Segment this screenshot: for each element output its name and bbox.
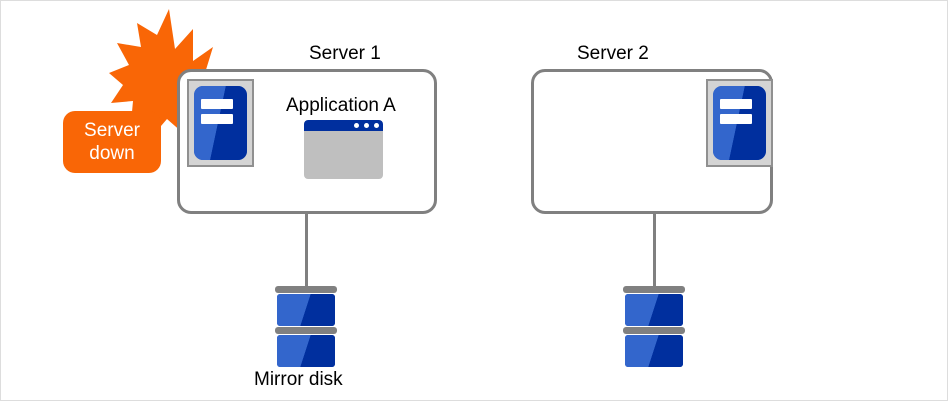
application-window-icon — [304, 120, 383, 179]
app-window-titlebar — [304, 120, 383, 131]
server-2-unit-icon — [706, 79, 773, 167]
server-1-mirror-disk-icon — [275, 286, 337, 367]
status-badge-line1: Server — [84, 120, 140, 141]
server-2-disk-connector — [653, 213, 656, 291]
app-window-dot-3 — [374, 123, 379, 128]
status-badge-server-down: Server down — [63, 111, 161, 173]
app-window-dot-2 — [364, 123, 369, 128]
server-1-disk-connector — [305, 213, 308, 291]
server-1-unit-icon — [187, 79, 254, 167]
server-2-title: Server 2 — [577, 43, 649, 64]
status-badge-line2: down — [89, 143, 135, 164]
server-2-mirror-disk-icon — [623, 286, 685, 367]
app-window-dot-1 — [354, 123, 359, 128]
server-1-title: Server 1 — [309, 43, 381, 64]
server-1-app-label: Application A — [286, 95, 396, 116]
server-1-disk-label: Mirror disk — [254, 369, 343, 390]
